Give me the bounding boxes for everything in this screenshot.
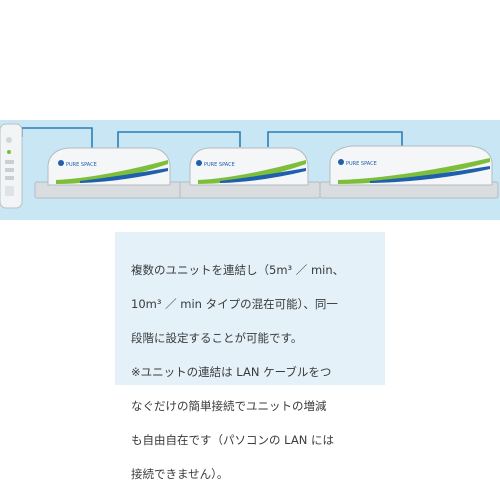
air-purifier-unit-2: PURE SPACE bbox=[179, 147, 321, 199]
description-line-6: も自由自在です（パソコンの LAN には bbox=[131, 433, 334, 447]
description-line-5: なぐだけの簡単接続でユニットの増減 bbox=[131, 399, 327, 413]
description-text: 複数のユニットを連結し（5m³ ／ min、 10m³ ／ min タイプの混在… bbox=[131, 245, 376, 500]
description-line-2: 10m³ ／ min タイプの混在可能）、同一 bbox=[131, 297, 338, 311]
lan-cable-unit1-unit2 bbox=[117, 131, 241, 148]
lan-cable-controller-unit1 bbox=[21, 127, 93, 148]
air-purifier-unit-3: PURE SPACE bbox=[319, 145, 499, 199]
description-line-7: 接続できません）。 bbox=[131, 467, 229, 481]
description-line-3: 段階に設定することが可能です。 bbox=[131, 331, 303, 345]
air-purifier-unit-1: PURE SPACE bbox=[34, 147, 184, 199]
unit-connection-illustration: PURE SPACE PURE SPACE PURE SPACE bbox=[0, 123, 499, 209]
brand-logo-text-3: PURE SPACE bbox=[346, 161, 377, 167]
lan-cables bbox=[21, 127, 403, 148]
description-line-4: ※ユニットの連結は LAN ケーブルをつ bbox=[131, 365, 332, 379]
controller-panel bbox=[0, 123, 23, 209]
description-box bbox=[115, 232, 385, 385]
lan-cable-unit2-unit3 bbox=[267, 131, 403, 147]
brand-logo-text-1: PURE SPACE bbox=[66, 162, 97, 168]
brand-logo-text-2: PURE SPACE bbox=[204, 162, 235, 168]
description-line-1: 複数のユニットを連結し（5m³ ／ min、 bbox=[131, 263, 345, 277]
